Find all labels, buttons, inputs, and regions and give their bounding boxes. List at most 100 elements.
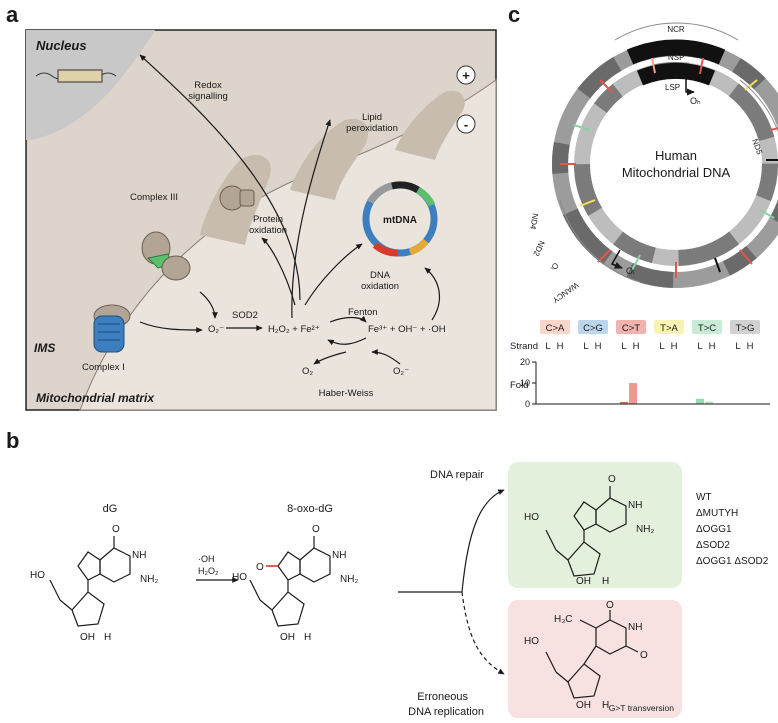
- mutation-header-box: [578, 320, 608, 334]
- oxo-dg-ho: HO: [232, 572, 247, 583]
- ncr-bracket: [614, 22, 739, 41]
- erroneous-label-2: DNA replication: [408, 706, 484, 718]
- gene-box: [57, 69, 103, 83]
- oxo-dg-label: 8-oxo-dG: [287, 503, 333, 515]
- reaction-arrows: [139, 54, 441, 365]
- matrix-label: Mitochondrial matrix: [36, 391, 155, 405]
- fenton-label: Fenton: [348, 307, 378, 318]
- plus-circle: [456, 65, 476, 85]
- repaired-nh: NH: [628, 500, 642, 511]
- ol-arrow: [610, 249, 623, 269]
- fold-bar: [620, 401, 628, 404]
- wancy-label: WANCY: [550, 280, 580, 305]
- thymine-oh: OH: [576, 700, 591, 711]
- strand-letter: L: [735, 341, 740, 352]
- transversion-label: G>T transversion: [609, 703, 675, 713]
- oh-radical-label: ·OH: [198, 554, 215, 564]
- panel-c-label: c: [508, 2, 520, 27]
- panel-b-label: b: [6, 428, 19, 453]
- o2-radical-2: O₂⁻: [393, 366, 409, 377]
- repaired-o: O: [608, 474, 616, 485]
- oxo-dg-o: O: [312, 524, 320, 535]
- ims-label: IMS: [34, 341, 55, 355]
- mtdna-label: mtDNA: [383, 215, 417, 226]
- redox-label-2: signalling: [188, 91, 228, 102]
- oxo-dg-oh: OH: [280, 632, 295, 643]
- y-tick-label: 0: [525, 399, 530, 409]
- o2-radical: O₂⁻: [208, 324, 224, 335]
- lsp-label: LSP: [665, 83, 680, 92]
- mutation-header-label: T>G: [736, 323, 755, 334]
- lipid-label-1: Lipid: [362, 112, 382, 123]
- mutation-header-box: [692, 320, 722, 334]
- replication-arrow: [461, 591, 505, 675]
- crista-3: [395, 90, 465, 160]
- repair-arrow: [461, 489, 505, 593]
- strand-label: Strand: [510, 341, 538, 352]
- nd4-label: ND4: [528, 213, 540, 231]
- oh-origin-label: Oₕ: [690, 96, 701, 106]
- strand-letter: H: [595, 341, 602, 352]
- strain-mutyh: ΔMUTYH: [696, 508, 738, 519]
- oxo-dg-nh: NH: [332, 550, 346, 561]
- thymine-structure: [545, 610, 639, 699]
- repaired-oh: OH: [576, 576, 591, 587]
- minus-circle: [456, 114, 476, 134]
- dg-ho: HO: [30, 570, 45, 581]
- complex1-icon: [93, 304, 131, 353]
- nucleus: [26, 30, 155, 140]
- panel-a-label: a: [6, 2, 19, 27]
- strain-double: ΔOGG1 ΔSOD2: [696, 556, 769, 567]
- dg-oh: OH: [80, 632, 95, 643]
- strand-letter: L: [621, 341, 626, 352]
- oxo-dg-h: H: [304, 632, 311, 643]
- dg-structure: [49, 536, 131, 627]
- nd5-bracket: [739, 79, 778, 133]
- minus-label: -: [464, 117, 468, 132]
- strand-letter: L: [545, 341, 550, 352]
- complex3-icon: [141, 185, 255, 281]
- strand-letter: H: [747, 341, 754, 352]
- thymine-nh: NH: [628, 622, 642, 633]
- dna-ox-2: oxidation: [361, 281, 399, 292]
- mutation-ticks: [560, 57, 778, 278]
- repaired-nh2: NH₂: [636, 524, 654, 535]
- crista-2: [290, 118, 369, 200]
- erroneous-box: [508, 600, 682, 718]
- strand-letter: H: [671, 341, 678, 352]
- strain-wt: WT: [696, 492, 712, 503]
- nd2-label: ND2: [531, 239, 546, 258]
- mutation-header-box: [616, 320, 646, 334]
- ring-title-2: Mitochondrial DNA: [622, 165, 731, 180]
- dna-ox-1: DNA: [370, 270, 391, 281]
- fold-label: Fold: [510, 380, 528, 391]
- mutation-header-box: [654, 320, 684, 334]
- thymine-o1: O: [606, 600, 614, 611]
- mutation-header-label: C>A: [546, 323, 565, 334]
- protein-ox-1: Protein: [253, 214, 283, 225]
- left-bracket: [559, 199, 641, 283]
- dg-o: O: [112, 524, 120, 535]
- strain-ogg1: ΔOGG1: [696, 524, 732, 535]
- plus-label: +: [462, 68, 470, 83]
- y-tick-label: 20: [520, 357, 530, 367]
- oh-arrow: [685, 78, 695, 96]
- strand-letter: L: [659, 341, 664, 352]
- strain-sod2: ΔSOD2: [696, 540, 730, 551]
- mutation-header-label: T>A: [660, 323, 678, 334]
- ncr-label: NCR: [667, 25, 685, 34]
- oxo-dg-nh2: NH₂: [340, 574, 358, 585]
- thymine-o2: O: [640, 650, 648, 661]
- reaction-mid: H₂O₂ + Fe²⁺: [268, 324, 320, 335]
- protein-ox-2: oxidation: [249, 225, 287, 236]
- mutation-header-label: C>G: [583, 323, 603, 334]
- oxo-dg-structure: [249, 536, 331, 627]
- thymine-ho: HO: [524, 636, 539, 647]
- strand-letter: H: [557, 341, 564, 352]
- mtdna-ring: [362, 181, 438, 257]
- panel-a: Nucleus + - Redox signalling Lipid perox…: [25, 29, 497, 411]
- ol-origin-label: Oₗ: [626, 266, 635, 276]
